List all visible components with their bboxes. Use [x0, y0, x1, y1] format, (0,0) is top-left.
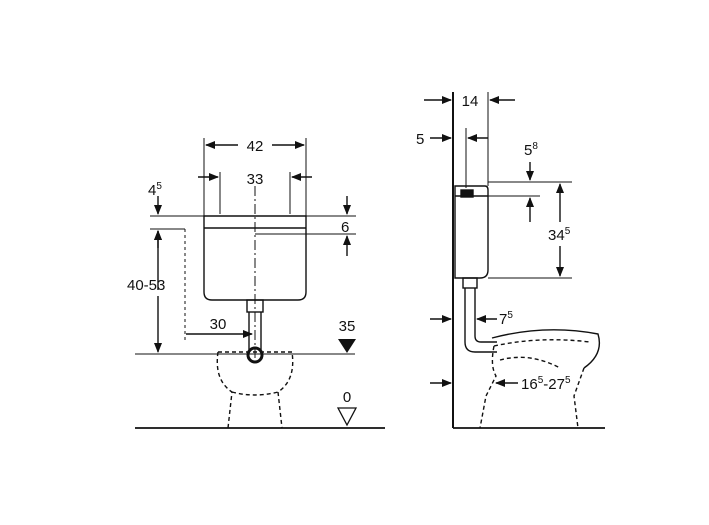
side-toilet-bowl: [479, 339, 591, 429]
front-toilet-bowl: [216, 351, 294, 429]
side-flush-button: [460, 189, 474, 198]
level-35-triangle: [338, 339, 356, 353]
label-5: 5: [416, 131, 424, 148]
side-toilet-bowl-rim: [491, 329, 601, 369]
front-pipe-connector: [246, 346, 264, 364]
side-pipe-connector: [462, 277, 478, 289]
label-14: 14: [462, 93, 479, 110]
label-40-53: 40-53: [127, 277, 165, 294]
side-cistern-body: [454, 185, 489, 279]
label-16-5-27-5: 165-275: [521, 375, 571, 393]
front-cistern-body: [203, 215, 307, 301]
front-view: [135, 138, 385, 429]
label-0: 0: [343, 389, 351, 406]
side-view: [424, 92, 605, 429]
level-0-triangle: [336, 407, 358, 427]
label-33: 33: [247, 171, 264, 188]
label-35: 35: [339, 318, 356, 335]
label-7-5: 75: [499, 310, 513, 328]
label-42: 42: [247, 138, 264, 155]
label-5-8: 58: [524, 141, 538, 159]
label-34-5: 345: [548, 226, 571, 244]
side-flush-pipe: [464, 288, 497, 353]
front-flush-pipe-top: [246, 299, 264, 313]
label-4-5: 45: [148, 181, 162, 199]
label-30: 30: [210, 316, 227, 333]
label-6: 6: [341, 219, 349, 236]
